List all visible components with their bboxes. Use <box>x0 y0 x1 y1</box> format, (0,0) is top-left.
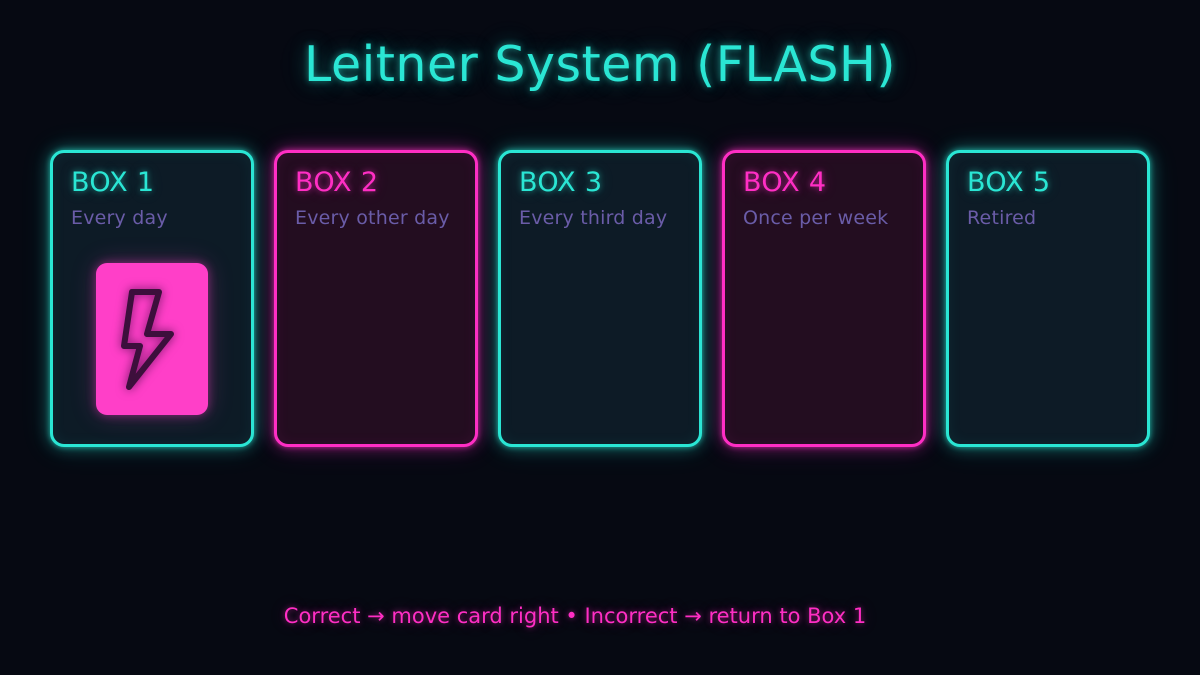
lightning-bolt-icon <box>121 289 174 390</box>
leitner-box-1[interactable]: BOX 1 Every day <box>50 150 254 447</box>
leitner-boxes-row: BOX 1 Every day BOX 2 Every other day BO… <box>50 150 1150 447</box>
leitner-box-5[interactable]: BOX 5 Retired <box>946 150 1150 447</box>
box-3-title: BOX 3 <box>519 167 603 198</box>
leitner-box-4[interactable]: BOX 4 Once per week <box>722 150 926 447</box>
leitner-box-3[interactable]: BOX 3 Every third day <box>498 150 702 447</box>
box-2-subtitle: Every other day <box>295 207 450 229</box>
page-title: Leitner System (FLASH) <box>304 36 896 93</box>
box-4-title: BOX 4 <box>743 167 827 198</box>
box-5-subtitle: Retired <box>967 207 1037 229</box>
box-1-card-slot <box>96 263 208 415</box>
footer-instructions: Correct → move card right • Incorrect → … <box>283 604 867 628</box>
box-1-title: BOX 1 <box>71 167 155 198</box>
box-5-title: BOX 5 <box>967 167 1051 198</box>
flashcard[interactable] <box>96 263 208 415</box>
leitner-box-2[interactable]: BOX 2 Every other day <box>274 150 478 447</box>
box-4-subtitle: Once per week <box>743 207 889 229</box>
box-2-title: BOX 2 <box>295 167 379 198</box>
box-1-subtitle: Every day <box>71 207 168 229</box>
box-3-subtitle: Every third day <box>519 207 668 229</box>
